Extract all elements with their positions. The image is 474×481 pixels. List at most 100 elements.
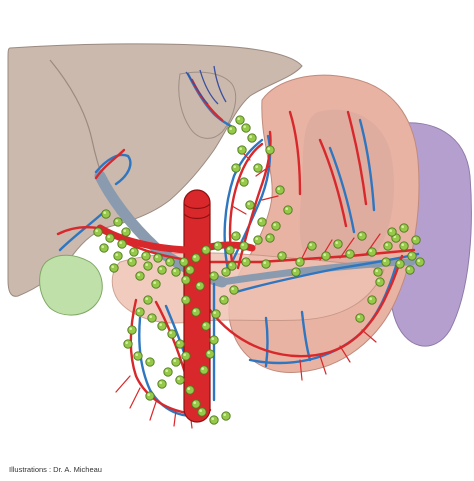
lymph-node-highlight [131,249,134,252]
lymph-node [253,235,263,245]
lymph-node [411,235,421,245]
lymph-node-highlight [285,207,289,210]
lymph-node-highlight [369,249,373,252]
lymph-node [227,125,237,135]
lymph-node [333,239,343,249]
lymph-node-highlight [385,243,389,246]
lymph-node-highlight [279,253,283,256]
lymph-node-highlight [101,245,104,248]
lymph-node [373,267,383,277]
lymph-node-highlight [417,259,421,263]
lymph-node [167,329,177,339]
lymph-node [145,391,155,401]
lymph-node [143,261,153,271]
lymph-node [181,275,191,285]
lymph-node [219,295,229,305]
lymph-node [405,265,415,275]
lymph-node-highlight [169,331,172,335]
lymph-node-highlight [377,279,381,283]
lymph-node [127,325,137,335]
lymph-node-highlight [401,225,405,228]
lymph-node-highlight [263,261,267,265]
lymph-node-highlight [383,259,387,263]
lymph-node-highlight [153,281,156,285]
lymph-node [191,307,201,317]
lymph-node [257,217,267,227]
lymph-node [109,263,119,273]
lymph-node-highlight [273,223,277,226]
lymph-node [235,115,245,125]
lymph-node [321,251,331,261]
lymph-node [147,313,157,323]
lymph-node-highlight [211,273,214,277]
esophageal-plexus [185,65,227,105]
lymph-node-highlight [107,235,110,238]
lymph-node-highlight [173,269,176,273]
lymph-node-highlight [165,369,168,373]
lymph-node-highlight [239,147,242,150]
lymph-node [375,277,385,287]
lymph-node [123,339,133,349]
lymph-node [113,251,123,261]
lymph-node [241,257,251,267]
lymph-node [231,231,241,241]
lymph-node-highlight [347,251,351,254]
lymph-node [113,217,123,227]
lymph-node [239,177,249,187]
lymph-node-highlight [187,387,190,391]
lymph-node-highlight [119,241,122,244]
lymph-node [153,253,163,263]
lymph-node [357,231,367,241]
lymph-node-highlight [115,253,118,256]
lymph-node-highlight [249,135,252,138]
lymph-node-highlight [223,413,226,417]
lymph-node [157,379,167,389]
lymph-node-highlight [187,267,190,271]
lymph-node-highlight [183,277,186,281]
lymph-node-highlight [197,283,200,287]
lymph-node-highlight [221,297,224,301]
lymph-node [399,241,409,251]
lymph-node-highlight [243,125,246,128]
lymph-node [213,241,223,251]
lymph-node [163,367,173,377]
lymph-node-highlight [211,417,214,421]
lymph-node-highlight [147,359,150,363]
lymph-node-highlight [223,269,226,273]
lymph-node-highlight [177,377,180,381]
lymph-node [201,245,211,255]
lymph-node-highlight [159,323,162,327]
lymph-node-highlight [241,179,244,182]
lymph-node-highlight [309,243,313,246]
lymph-node-highlight [227,247,230,250]
gallbladder [39,254,103,316]
lymph-node-highlight [267,147,271,150]
lymph-node-highlight [247,202,250,205]
lymph-node-highlight [143,253,146,256]
lymph-node [191,253,201,263]
lymph-node [135,307,145,317]
lymph-node-highlight [159,381,162,385]
lymph-node-highlight [277,187,281,190]
lymph-node [181,295,191,305]
lymph-node-highlight [203,247,206,250]
lymph-node [253,163,263,173]
lymph-node [367,247,377,257]
lymph-node [261,259,271,269]
lymph-node [231,163,241,173]
lymph-node-highlight [193,255,196,258]
lymph-node-highlight [145,297,148,301]
lymph-node-highlight [135,353,138,357]
lymph-node [157,321,167,331]
stomach-fundus [299,109,394,277]
lymph-node [387,227,397,237]
lymph-node [157,265,167,275]
lymph-node [133,351,143,361]
lymph-node [99,243,109,253]
lymph-node-highlight [407,267,411,271]
lymph-node-highlight [201,367,204,371]
lymph-node-highlight [375,269,379,273]
lymph-node-highlight [211,337,214,341]
lymph-node [181,351,191,361]
